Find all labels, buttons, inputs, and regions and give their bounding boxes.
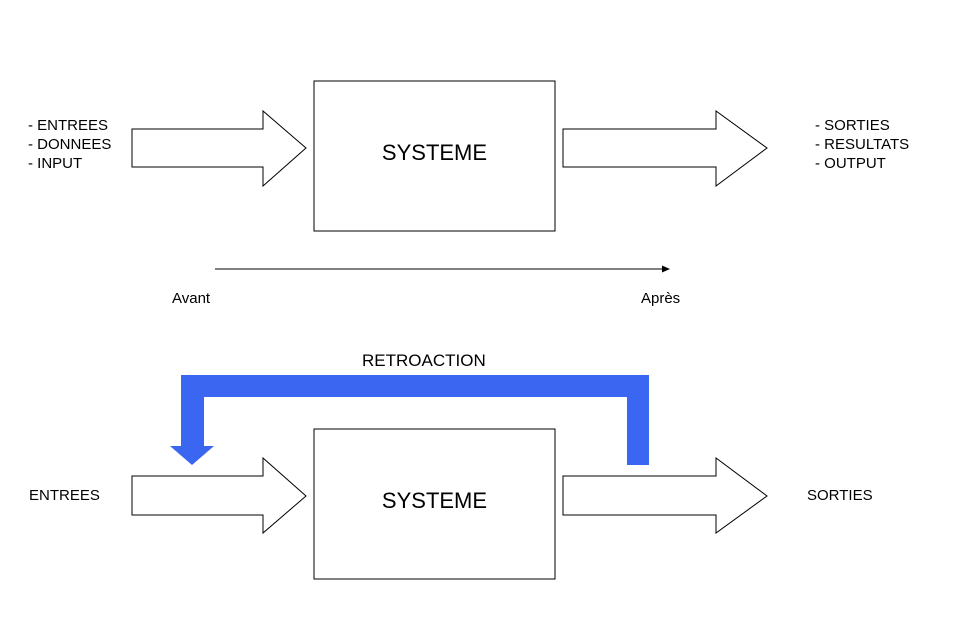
top-input-item: - DONNEES — [28, 136, 112, 153]
top-output-arrow — [562, 110, 768, 187]
top-system-label: SYSTEME — [381, 140, 488, 165]
bottom-system-box — [313, 428, 556, 580]
bottom-output-label: SORTIES — [807, 487, 873, 504]
bottom-system-label: SYSTEME — [381, 488, 488, 513]
timeline-end-label: Après — [641, 290, 681, 307]
bottom-output-arrow — [562, 457, 768, 534]
feedback-arrow — [170, 375, 649, 465]
timeline-start-label: Avant — [172, 290, 211, 307]
top-output-item: - SORTIES — [815, 117, 890, 134]
top-output-item: - OUTPUT — [815, 155, 886, 172]
top-input-arrow — [131, 109, 307, 188]
top-input-item: - INPUT — [28, 155, 83, 172]
top-inputs-list: - ENTREES - DONNEES - INPUT — [28, 116, 111, 173]
bottom-input-arrow — [131, 456, 307, 535]
top-system-box — [313, 80, 556, 232]
bottom-input-label: ENTREES — [29, 487, 100, 504]
timeline-arrowhead — [662, 265, 670, 273]
top-input-item: - ENTREES — [28, 117, 109, 134]
top-outputs-list: - SORTIES - RESULTATS - OUTPUT — [815, 116, 909, 173]
feedback-label: RETROACTION — [362, 351, 486, 370]
top-output-item: - RESULTATS — [815, 136, 910, 153]
